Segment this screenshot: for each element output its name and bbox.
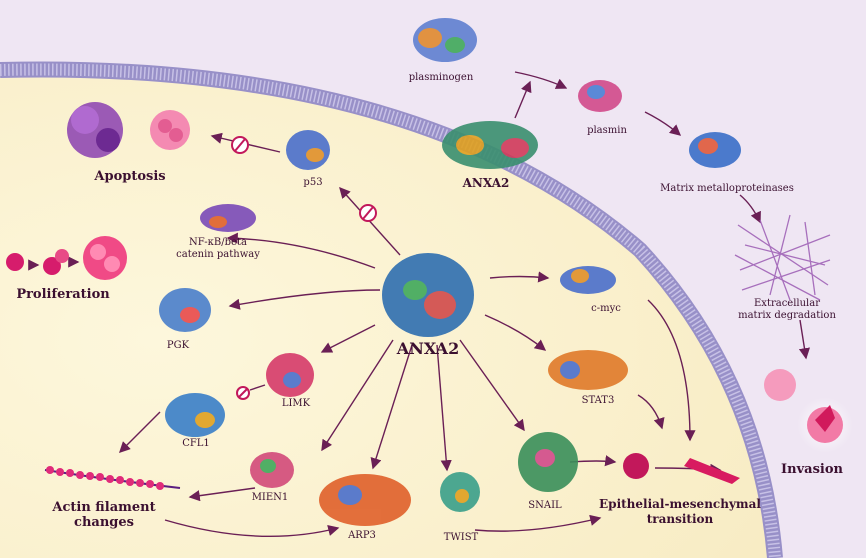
cmyc-structure [560, 266, 616, 294]
pgk-label: PGK [166, 340, 190, 351]
plasmin-label: plasmin [587, 125, 627, 136]
emt-cells [623, 453, 740, 484]
pgk-structure [159, 288, 211, 332]
mmp-structure [689, 132, 741, 168]
cmyc-label: c-myc [591, 303, 621, 314]
proliferation-cells [6, 236, 127, 280]
twist-label: TWIST [443, 532, 479, 543]
nfkb-label-2: catenin pathway [176, 249, 260, 260]
stat3-structure [548, 350, 628, 390]
mien1-structure [250, 452, 294, 488]
apoptosis-label: Apoptosis [94, 169, 166, 184]
protein-structures [159, 18, 741, 526]
plasmin-structure [578, 80, 622, 112]
mmp-label: Matrix metalloproteinases [660, 183, 794, 194]
apoptosis-cells [67, 102, 190, 158]
inhibit-symbols [231, 136, 377, 400]
cfl1-label: CFL1 [182, 438, 210, 449]
proliferation-label: Proliferation [16, 287, 110, 302]
plasminogen-structure [413, 18, 477, 62]
stat3-label: STAT3 [581, 395, 615, 406]
actin-label-1: Actin filament [52, 500, 156, 515]
snail-structure [518, 432, 578, 492]
emt-label-1: Epithelial-mesenchymal [599, 497, 761, 511]
snail-label: SNAIL [528, 500, 562, 511]
anxa2-membrane-structure [442, 121, 538, 169]
nfkb-label-1: NF-κB/beta [189, 237, 247, 248]
actin-label-2: changes [74, 515, 134, 530]
plasminogen-label: plasminogen [408, 72, 474, 83]
arp3-structure [319, 474, 411, 526]
anxa2-membrane-label: ANXA2 [462, 176, 510, 190]
emt-label-2: transition [646, 512, 714, 526]
arrows [28, 71, 811, 538]
limk-label: LIMK [281, 398, 311, 409]
anxa2-center-structure [382, 253, 474, 337]
ecm-label-2: matrix degradation [738, 310, 836, 321]
p53-label: p53 [303, 177, 323, 188]
p53-structure [286, 130, 330, 170]
invasion-label: Invasion [781, 462, 843, 477]
mien1-label: MIEN1 [251, 492, 289, 503]
nfkb-structure [200, 204, 256, 232]
cfl1-structure [165, 393, 225, 437]
anxa2-center-label: ANXA2 [396, 339, 460, 358]
limk-structure [266, 353, 314, 397]
actin-filament [44, 466, 181, 490]
arp3-label: ARP3 [348, 530, 376, 541]
twist-structure [440, 472, 480, 512]
ecm-fibers [734, 214, 831, 301]
invasion-cells [764, 369, 853, 453]
ecm-label-1: Extracellular [754, 298, 820, 309]
